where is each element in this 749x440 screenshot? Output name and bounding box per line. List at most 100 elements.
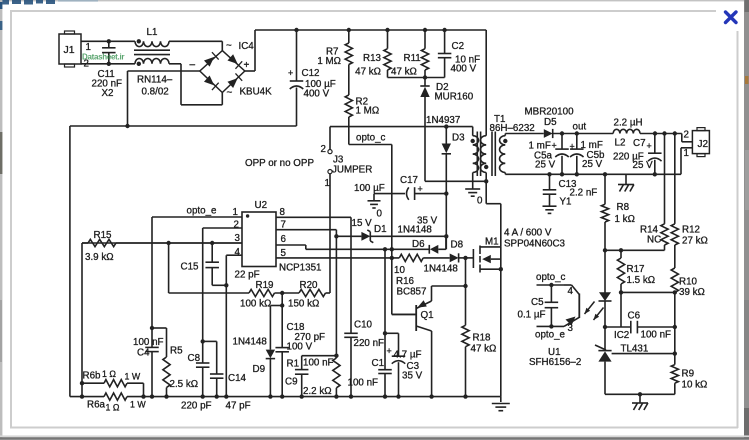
svg-text:Q1: Q1: [421, 310, 434, 321]
svg-text:R8: R8: [617, 202, 630, 213]
svg-text:C5a: C5a: [534, 151, 553, 162]
svg-text:10 kΩ: 10 kΩ: [682, 380, 708, 391]
svg-text:0: 0: [377, 209, 383, 220]
svg-text:39 kΩ: 39 kΩ: [679, 287, 705, 298]
svg-text:D5: D5: [544, 117, 557, 128]
svg-text:J2: J2: [698, 139, 709, 150]
svg-text:10 nF: 10 nF: [455, 55, 480, 66]
svg-text:4 A / 600 V: 4 A / 600 V: [504, 228, 552, 239]
svg-text:1N4148: 1N4148: [233, 337, 268, 348]
svg-text:2: 2: [234, 220, 239, 231]
svg-text:RN114–: RN114–: [137, 75, 173, 86]
svg-text:–: –: [190, 60, 196, 71]
svg-text:6: 6: [281, 234, 287, 245]
svg-text:R17: R17: [627, 264, 645, 275]
svg-text:R13: R13: [363, 53, 382, 64]
svg-text:35 V: 35 V: [417, 216, 438, 227]
svg-text:U1: U1: [548, 347, 561, 358]
svg-text:opto_e: opto_e: [187, 206, 218, 217]
svg-text:0.8/02: 0.8/02: [142, 87, 169, 98]
svg-text:2: 2: [321, 144, 326, 155]
svg-text:100 nF: 100 nF: [303, 358, 334, 369]
svg-text:3.9 kΩ: 3.9 kΩ: [85, 252, 114, 263]
svg-text:MBR20100: MBR20100: [525, 107, 575, 118]
svg-text:2: 2: [684, 130, 689, 141]
svg-text:NC: NC: [647, 235, 661, 246]
svg-text:OPP or no OPP: OPP or no OPP: [245, 158, 314, 169]
svg-text:10: 10: [394, 265, 405, 276]
svg-text:+: +: [570, 142, 575, 152]
svg-text:150 kΩ: 150 kΩ: [288, 299, 319, 310]
svg-text:C13: C13: [559, 179, 578, 190]
svg-text:1: 1: [684, 148, 689, 159]
svg-text:100 µF: 100 µF: [354, 183, 385, 194]
svg-text:D9: D9: [253, 364, 266, 375]
svg-text:opto_c: opto_c: [536, 272, 566, 283]
svg-text:D8: D8: [451, 240, 464, 251]
svg-text:D3: D3: [452, 133, 465, 144]
svg-text:4: 4: [568, 286, 574, 297]
svg-text:R11: R11: [404, 53, 421, 64]
svg-text:1 mF: 1 mF: [581, 140, 603, 151]
svg-text:220 nF: 220 nF: [92, 79, 123, 90]
svg-text:R20: R20: [300, 280, 319, 291]
svg-text:C8: C8: [188, 353, 201, 364]
svg-text:R5: R5: [170, 346, 183, 357]
svg-text:R16: R16: [396, 276, 415, 287]
svg-text:BC857: BC857: [397, 287, 427, 298]
svg-text:opto_c: opto_c: [356, 133, 386, 144]
svg-text:0: 0: [477, 196, 483, 207]
svg-text:~: ~: [227, 88, 233, 99]
svg-text:47 kΩ: 47 kΩ: [355, 67, 381, 78]
svg-text:400 V: 400 V: [451, 64, 477, 75]
svg-text:U2: U2: [255, 200, 268, 211]
svg-text:2.2 µH: 2.2 µH: [614, 118, 643, 129]
svg-text:KBU4K: KBU4K: [240, 87, 273, 98]
svg-text:1N4937: 1N4937: [426, 115, 460, 126]
svg-text:4.7 µF: 4.7 µF: [394, 350, 422, 361]
svg-text:Datasheet.ir: Datasheet.ir: [82, 53, 124, 62]
svg-text:5: 5: [281, 248, 287, 259]
svg-text:C4: C4: [137, 348, 150, 359]
svg-text:out: out: [573, 122, 587, 133]
svg-text:1 mF: 1 mF: [529, 141, 551, 152]
svg-text:7: 7: [281, 220, 286, 231]
svg-text:100 nF: 100 nF: [641, 330, 672, 341]
svg-text:1 kΩ: 1 kΩ: [615, 214, 635, 225]
svg-text:27 kΩ: 27 kΩ: [682, 236, 708, 247]
svg-text:1: 1: [325, 178, 330, 189]
svg-text:2.2 kΩ: 2.2 kΩ: [303, 386, 332, 397]
svg-text:C18: C18: [287, 322, 306, 333]
svg-text:47 pF: 47 pF: [226, 401, 251, 412]
svg-text:100 V: 100 V: [287, 342, 313, 353]
svg-text:R10: R10: [679, 277, 698, 288]
svg-text:R15: R15: [94, 230, 113, 241]
svg-text:25 V: 25 V: [582, 159, 603, 170]
svg-text:4: 4: [235, 247, 241, 258]
svg-text:220 nF: 220 nF: [354, 338, 385, 349]
svg-text:D1: D1: [374, 224, 387, 235]
svg-text:2.2 nF: 2.2 nF: [570, 188, 598, 199]
svg-text:C10: C10: [354, 320, 373, 331]
svg-text:R18: R18: [473, 333, 492, 344]
svg-text:1 MΩ: 1 MΩ: [317, 56, 341, 67]
svg-text:R9: R9: [682, 369, 695, 380]
svg-text:C9: C9: [285, 377, 298, 388]
svg-text:opto_e: opto_e: [535, 330, 566, 341]
svg-text:J3: J3: [333, 155, 344, 166]
svg-text:25 V: 25 V: [633, 160, 654, 171]
svg-text:T1: T1: [494, 114, 505, 125]
svg-text:47 kΩ: 47 kΩ: [471, 344, 497, 355]
svg-text:+: +: [552, 141, 557, 151]
svg-text:JUMPER: JUMPER: [332, 165, 372, 176]
svg-text:1: 1: [86, 42, 91, 53]
svg-text:1 Ω: 1 Ω: [102, 369, 116, 379]
svg-text:SPP04N60C3: SPP04N60C3: [504, 239, 566, 250]
svg-text:IC2: IC2: [614, 330, 629, 341]
svg-text:J1: J1: [64, 44, 75, 56]
svg-text:SFH6156–2: SFH6156–2: [529, 357, 581, 368]
svg-text:X2: X2: [102, 88, 114, 99]
svg-text:M1: M1: [485, 237, 499, 248]
svg-text:C1: C1: [372, 358, 385, 369]
svg-text:1 W: 1 W: [130, 400, 146, 410]
